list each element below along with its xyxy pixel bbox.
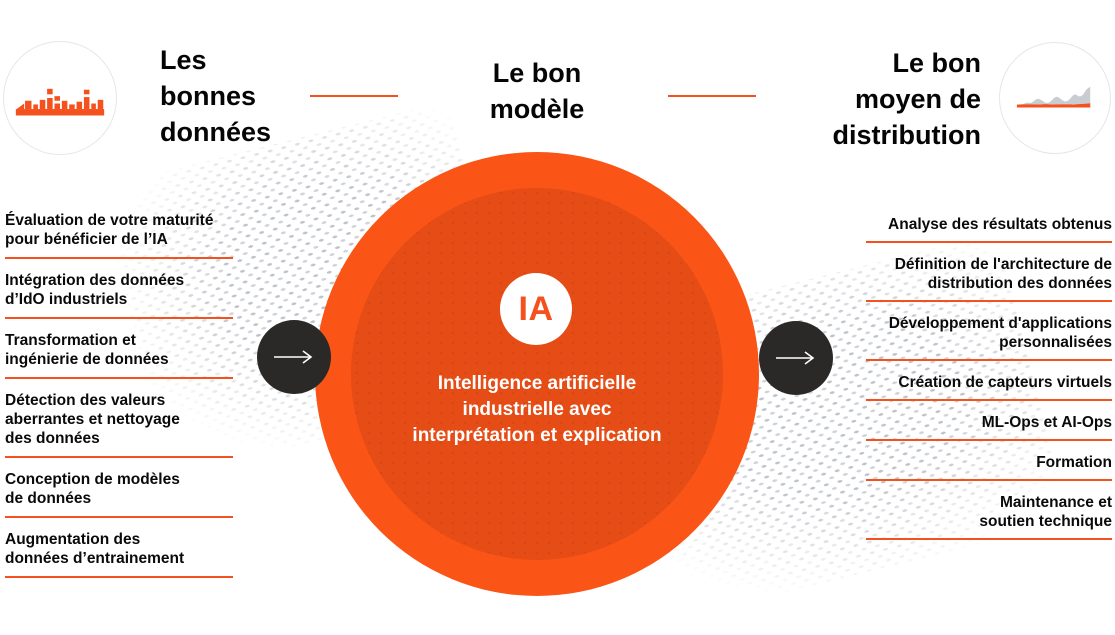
- central-circle-inner: [351, 188, 723, 560]
- ia-badge-label: IA: [518, 289, 554, 328]
- list-item: Développement d'applications personnalis…: [866, 302, 1112, 361]
- list-item: Définition de l'architecture de distribu…: [866, 243, 1112, 302]
- list-item: Augmentation des données d’entrainement: [5, 518, 233, 578]
- list-item: Détection des valeurs aberrantes et nett…: [5, 379, 233, 458]
- list-item: Formation: [866, 441, 1112, 481]
- ia-badge: IA: [500, 273, 572, 345]
- central-circle: [315, 152, 759, 596]
- list-item: Transformation et ingénierie de données: [5, 319, 233, 379]
- heading-good-data: Les bonnes données: [160, 45, 272, 147]
- right-steps-list: Analyse des résultats obtenus Définition…: [866, 215, 1112, 540]
- list-item: Évaluation de votre maturité pour bénéfi…: [5, 207, 233, 259]
- right-arrow-icon: [274, 350, 313, 364]
- list-item: Intégration des données d’IdO industriel…: [5, 259, 233, 319]
- heading-right-model: Le bon modèle: [489, 58, 585, 124]
- list-item: Maintenance et soutien technique: [866, 481, 1112, 540]
- arrow-circle-left: [257, 320, 331, 394]
- list-item: Analyse des résultats obtenus: [866, 215, 1112, 243]
- left-steps-list: Évaluation de votre maturité pour bénéfi…: [5, 207, 233, 578]
- list-item: Conception de modèles de données: [5, 458, 233, 518]
- bar-chart-icon: [15, 88, 105, 116]
- right-arrow-icon: [776, 351, 815, 365]
- list-item: ML-Ops et AI-Ops: [866, 401, 1112, 441]
- arrow-circle-right: [759, 321, 833, 395]
- central-description: Intelligence artificielle industrielle a…: [412, 373, 662, 446]
- distribution-icon-circle: [999, 42, 1111, 154]
- header-divider-right: [668, 95, 756, 97]
- heading-distribution: Le bon moyen de distribution: [832, 48, 981, 150]
- list-item: Création de capteurs virtuels: [866, 361, 1112, 401]
- header-divider-left: [310, 95, 398, 97]
- area-chart-icon: [1016, 86, 1091, 108]
- data-icon-circle: [3, 41, 117, 155]
